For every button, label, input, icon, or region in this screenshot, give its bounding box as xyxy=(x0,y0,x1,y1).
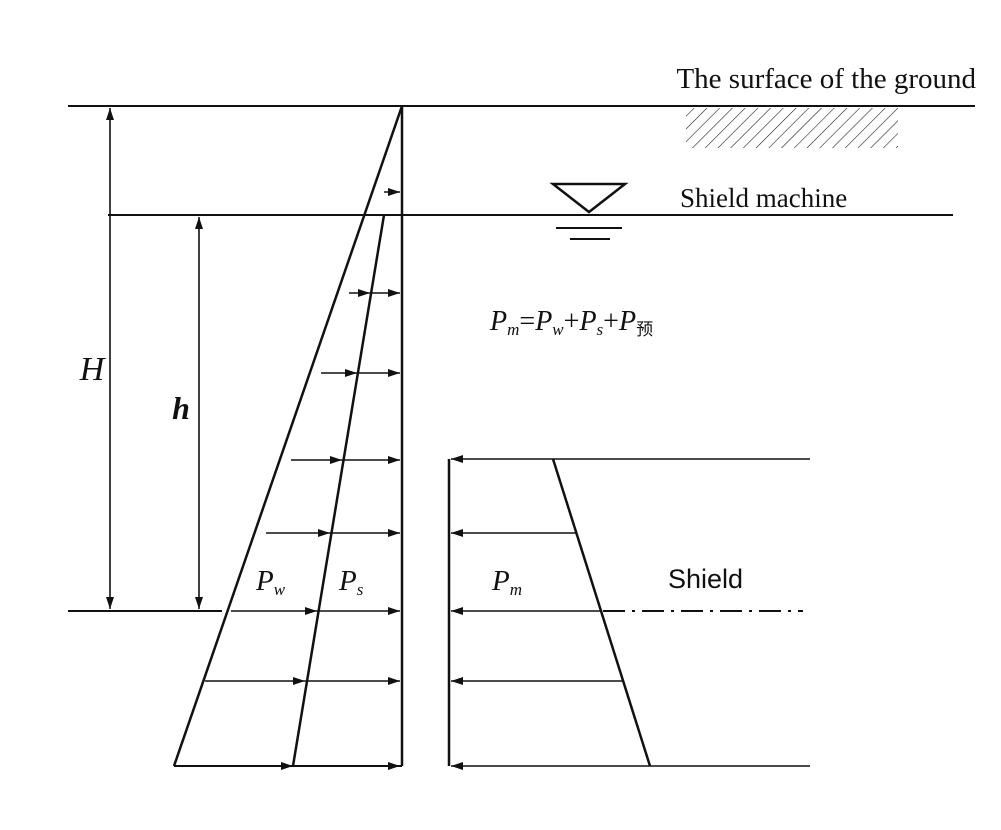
soil-pressure-boundary xyxy=(291,214,386,767)
water-pressure-label: Pw xyxy=(255,565,286,599)
depth-H-label: H xyxy=(79,351,107,388)
soil-pressure-label: Ps xyxy=(338,565,364,599)
shield-pressure-boundary xyxy=(551,458,652,767)
depth-h-label: h xyxy=(172,390,190,426)
machine-pressure-label: Pm xyxy=(491,565,522,599)
shield-pressure-diagram-block xyxy=(447,455,810,770)
shield-label: Shield xyxy=(668,564,743,594)
ground-hatch xyxy=(686,108,898,148)
pressure-formula: Pm=Pw+Ps+P预 xyxy=(489,306,653,339)
water-pressure-boundary xyxy=(172,105,404,767)
ground-pressure-diagram xyxy=(172,105,404,770)
water-level-symbol xyxy=(549,182,629,240)
water-level-label: Shield machine xyxy=(680,183,847,213)
ground-surface-label: The surface of the ground xyxy=(676,63,976,95)
